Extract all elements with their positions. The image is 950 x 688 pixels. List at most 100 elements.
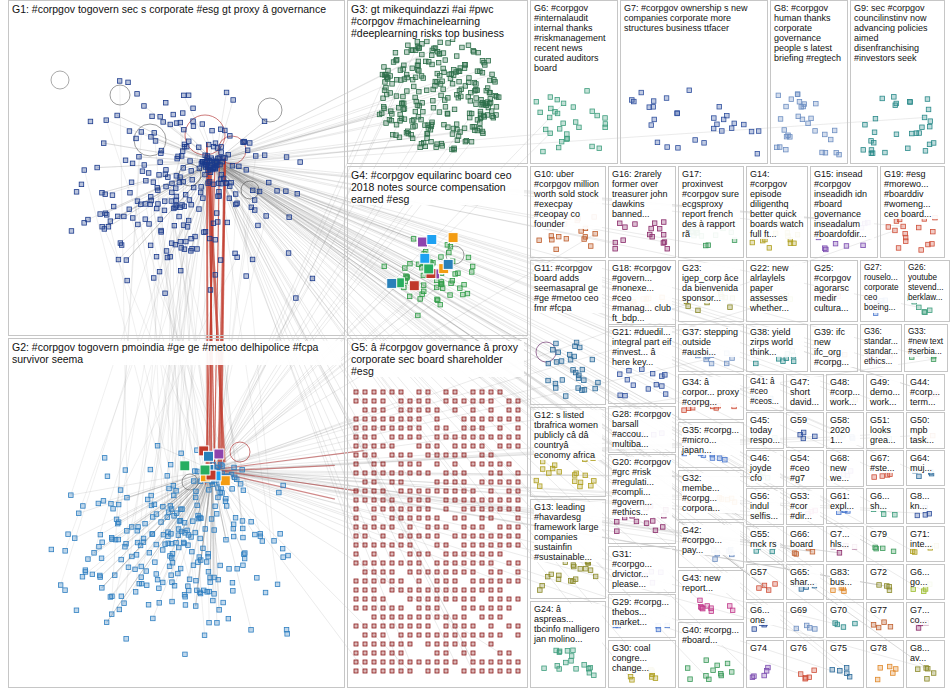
vertex	[380, 111, 385, 116]
vertex	[462, 534, 466, 538]
vertex	[257, 189, 262, 194]
graph-edge	[213, 162, 768, 590]
vertex	[186, 584, 191, 589]
graph-edge-strong	[216, 465, 335, 471]
vertex	[507, 525, 511, 529]
vertex	[444, 399, 448, 403]
vertex	[471, 399, 475, 403]
vertex	[435, 651, 439, 655]
vertex	[463, 139, 468, 144]
vertex	[199, 185, 204, 190]
vertex	[116, 502, 121, 507]
vertex	[181, 223, 186, 228]
vertex	[507, 435, 511, 439]
vertex	[129, 525, 134, 530]
vertex	[498, 606, 502, 610]
vertex	[471, 507, 475, 511]
vertex	[471, 606, 475, 610]
vertex	[216, 495, 221, 500]
vertex	[123, 468, 128, 473]
vertex	[462, 453, 466, 457]
vertex	[148, 467, 153, 472]
vertex	[354, 390, 358, 394]
vertex	[462, 561, 466, 565]
vertex	[417, 435, 421, 439]
vertex	[407, 294, 412, 299]
vertex	[639, 90, 644, 95]
vertex	[100, 191, 105, 196]
vertex	[262, 153, 267, 158]
vertex	[363, 651, 367, 655]
vertex	[394, 58, 399, 63]
vertex	[363, 408, 367, 412]
vertex	[219, 145, 224, 150]
vertex	[286, 553, 291, 558]
vertex	[399, 507, 403, 511]
vertex	[280, 546, 285, 551]
vertex	[388, 74, 393, 79]
vertex	[399, 606, 403, 610]
graph-edge	[102, 470, 212, 588]
graph-edge	[217, 162, 887, 475]
vertex	[187, 139, 192, 144]
graph-edge	[211, 68, 460, 472]
vertex	[381, 507, 385, 511]
vertex	[408, 498, 412, 502]
vertex	[480, 534, 484, 538]
vertex	[250, 257, 255, 262]
vertex	[229, 180, 234, 185]
vertex	[363, 453, 367, 457]
vertex	[480, 588, 484, 592]
vertex	[80, 575, 85, 580]
vertex	[417, 417, 421, 421]
vertex	[453, 480, 457, 484]
vertex	[417, 633, 421, 637]
vertex	[381, 462, 385, 466]
vertex	[516, 444, 520, 448]
vertex	[516, 579, 520, 583]
vertex	[73, 536, 78, 541]
graph-edge	[82, 470, 212, 577]
graph-edge	[110, 162, 215, 221]
vertex	[170, 181, 175, 186]
vertex	[687, 88, 692, 93]
vertex	[466, 80, 471, 85]
vertex	[387, 117, 392, 122]
vertex	[230, 164, 235, 169]
vertex	[417, 534, 421, 538]
vertex	[143, 521, 148, 526]
vertex	[390, 525, 394, 529]
vertex	[516, 480, 520, 484]
vertex	[480, 435, 484, 439]
vertex	[498, 507, 502, 511]
vertex	[134, 136, 139, 141]
vertex	[489, 543, 493, 547]
vertex	[439, 282, 444, 287]
vertex	[161, 548, 166, 553]
vertex	[102, 456, 107, 461]
graph-edge	[118, 162, 215, 260]
vertex	[481, 131, 486, 136]
vertex	[471, 444, 475, 448]
vertex	[402, 63, 407, 68]
vertex	[287, 215, 292, 220]
vertex	[149, 195, 154, 200]
vertex	[806, 121, 811, 126]
graph-edge-strong	[206, 143, 209, 473]
vertex	[498, 660, 502, 664]
self-loop	[218, 136, 246, 164]
vertex	[408, 516, 412, 520]
vertex	[124, 637, 128, 642]
vertex	[381, 399, 385, 403]
vertex	[159, 148, 164, 153]
vertex	[498, 426, 502, 430]
vertex	[98, 212, 103, 217]
graph-edge	[137, 201, 185, 533]
vertex	[154, 254, 159, 259]
vertex	[417, 46, 422, 51]
vertex	[174, 194, 179, 199]
vertex	[444, 489, 448, 493]
vertex	[498, 462, 502, 466]
vertex	[474, 96, 479, 101]
graph-edge	[214, 74, 492, 162]
